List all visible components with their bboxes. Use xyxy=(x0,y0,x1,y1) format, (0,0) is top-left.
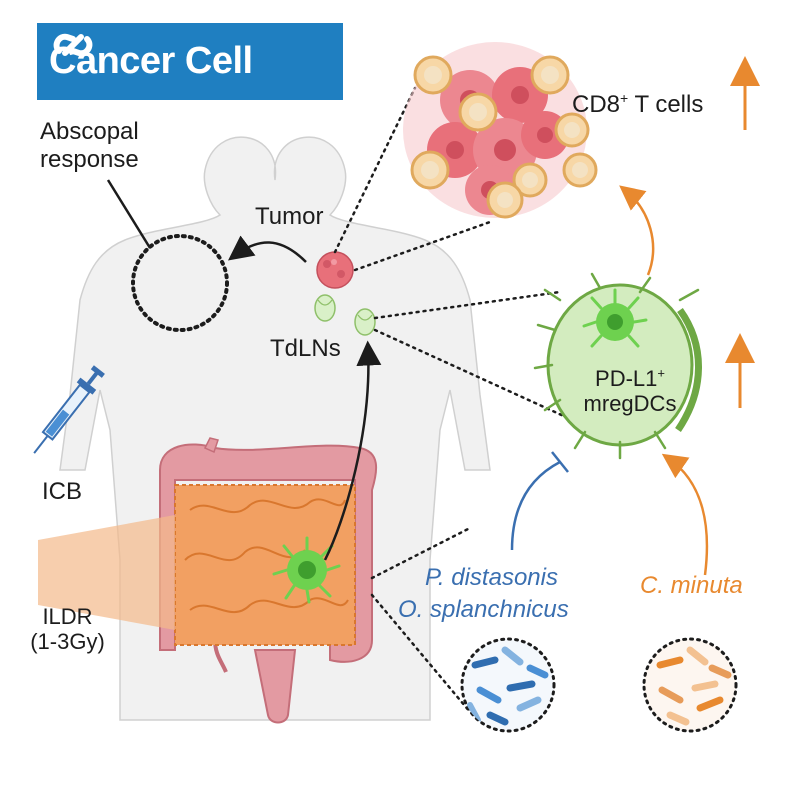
abscopal-label-line1: Abscopal xyxy=(40,118,139,145)
cd8-t-cell-nuclei xyxy=(421,66,588,208)
cminuta-to-lymphnode-arrow xyxy=(661,453,709,576)
lymph-node-left-icon xyxy=(314,294,336,322)
cancer-cell-logo: Cancer Cell xyxy=(37,23,343,100)
lymphnode-to-cd8-arrow xyxy=(619,185,655,276)
t-cells-text: T cells xyxy=(628,91,704,118)
bacteria-circle-blue-icon xyxy=(460,637,556,733)
cd8-text: CD8 xyxy=(572,91,621,118)
mregdc-icon xyxy=(582,288,648,348)
appendix-icon xyxy=(203,437,219,454)
ildr-radiation-beam xyxy=(38,515,175,630)
gut-dendritic-cell-icon xyxy=(272,536,341,604)
ildr-label-line1: ILDR xyxy=(42,604,93,629)
pdl1-mregdcs-label: PD-L1+ mregDCs xyxy=(575,366,685,417)
tumor-to-cluster-dotted-line xyxy=(333,86,417,254)
abscopal-label-line2: response xyxy=(40,145,139,173)
mregdcs-text: mregDCs xyxy=(583,391,677,417)
pdl1-text: PD-L1 xyxy=(595,366,658,391)
cd8-t-cells-label: CD8+ T cells xyxy=(572,90,703,119)
tdln-to-lymphnode-dotted-line-2 xyxy=(373,328,592,430)
small-intestine-icon xyxy=(174,484,356,646)
chain-link-icon xyxy=(53,33,93,57)
small-intestine-folds xyxy=(184,498,349,614)
tdln-to-lymphnode-dotted-line xyxy=(373,290,562,320)
inhibition-bar xyxy=(551,451,569,473)
tdlns-label: TdLNs xyxy=(270,335,341,362)
p-distasonis-inhibition-line xyxy=(510,460,561,551)
p-distasonis-label: P. distasonis xyxy=(425,564,558,591)
pdl1-superscript: + xyxy=(657,365,665,381)
cd8-superscript: + xyxy=(620,90,629,106)
tumor-icon xyxy=(316,251,354,289)
colon-to-bacteria-dotted-line xyxy=(370,526,472,580)
c-minuta-label: C. minuta xyxy=(640,572,743,599)
gut-to-tdlns-arrow xyxy=(323,340,382,561)
o-splanchnicus-label: O. splanchnicus xyxy=(398,596,569,623)
ildr-label-line2: (1-3Gy) xyxy=(30,629,105,655)
syringe-icon xyxy=(33,365,105,454)
tumor-label: Tumor xyxy=(255,203,324,230)
logo-text: Cancer Cell xyxy=(49,40,253,82)
abscopal-label: Abscopal response xyxy=(40,118,139,173)
abscopal-pointer-line xyxy=(106,179,152,249)
tumor-to-cluster-dotted-line-2 xyxy=(353,220,492,272)
ildr-label: ILDR (1-3Gy) xyxy=(20,604,115,655)
abscopal-site-circle xyxy=(131,234,229,332)
icb-label: ICB xyxy=(42,478,83,505)
rectum-icon xyxy=(253,649,297,724)
lymph-node-right-icon xyxy=(354,308,376,336)
bacteria-circle-orange-icon xyxy=(642,637,738,733)
colon-to-bacteria-dotted-line-2 xyxy=(370,593,472,714)
tumor-to-abscopal-arrow xyxy=(227,235,307,263)
